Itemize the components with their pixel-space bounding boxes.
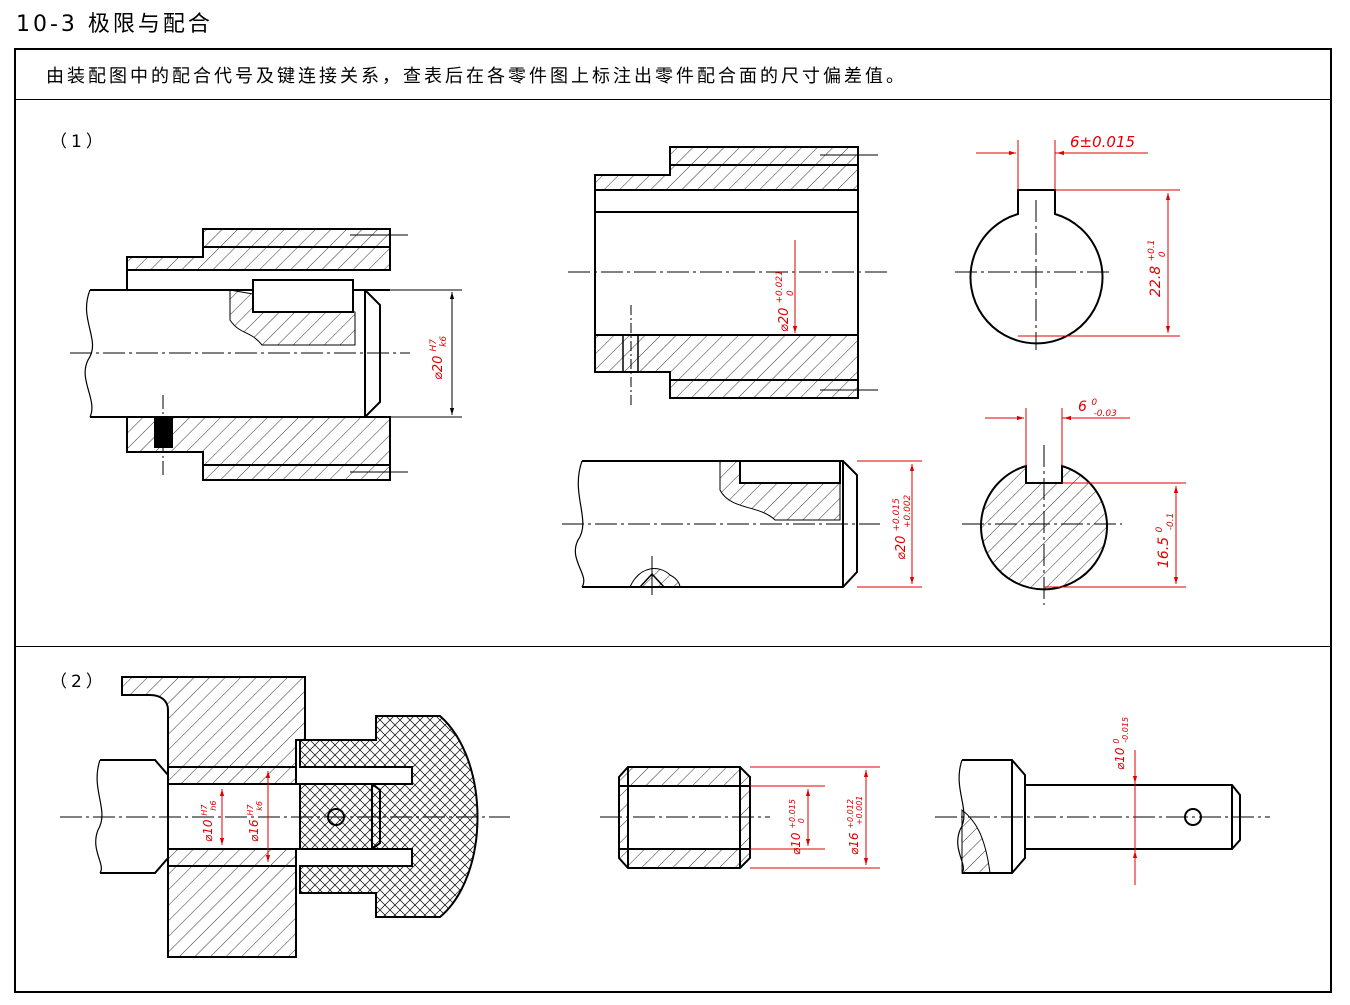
hub-bore-text: ⌀20 +0.021 0 — [771, 266, 796, 332]
part2-assembly — [60, 676, 510, 958]
pin-dia-text: ⌀10 0 -0.015 — [1108, 717, 1130, 770]
part1-hub-end — [955, 189, 1112, 350]
part1-shaft-end — [962, 445, 1122, 605]
shaft-dia-text: ⌀20 +0.015 +0.002 — [888, 494, 913, 560]
shaft-end-dim — [985, 408, 1186, 588]
part1-shaft — [562, 460, 880, 595]
shaft-depth-text: 16.5 0 -0.1 — [1150, 513, 1176, 568]
keyway-width-text: 6±0.015 — [1070, 133, 1135, 151]
key-width-text: 6 0 -0.03 — [1078, 393, 1117, 419]
part1-assembly — [70, 228, 410, 481]
part2-bushing — [600, 766, 770, 869]
shaft-dim — [857, 460, 922, 588]
task-instruction: 由装配图中的配合代号及键连接关系，查表后在各零件图上标注出零件配合面的尺寸偏差值… — [46, 66, 907, 87]
hub-bore-dim: ⌀20 +0.021 0 — [771, 240, 798, 333]
part2-pin — [935, 759, 1270, 874]
assembly-fit-text: ⌀20 H7 k6 — [425, 335, 449, 380]
bush-inner-text: ⌀10 +0.015 0 — [784, 795, 806, 855]
instruction-divider — [14, 99, 1332, 100]
page-title: 10-3 极限与配合 — [16, 12, 213, 37]
part1-hub — [568, 146, 888, 405]
drawing-frame — [14, 48, 1332, 993]
fit-outer-text: ⌀16 H7 k6 — [242, 801, 264, 842]
bushing-dim — [750, 766, 880, 869]
hub-end-dim — [976, 140, 1180, 337]
part1-label: （1） — [50, 132, 107, 152]
part1-assembly-dim: ⌀20 H7 k6 — [380, 289, 462, 418]
fit-inner-text: ⌀10 H7 h6 — [196, 801, 218, 842]
part2-assembly-dim — [219, 771, 271, 862]
bush-outer-text: ⌀16 +0.012 +0.001 — [842, 795, 864, 855]
hub-depth-text: 22.8 +0.1 0 — [1142, 235, 1168, 297]
section-divider — [14, 646, 1332, 647]
part2-label: （2） — [50, 672, 107, 692]
